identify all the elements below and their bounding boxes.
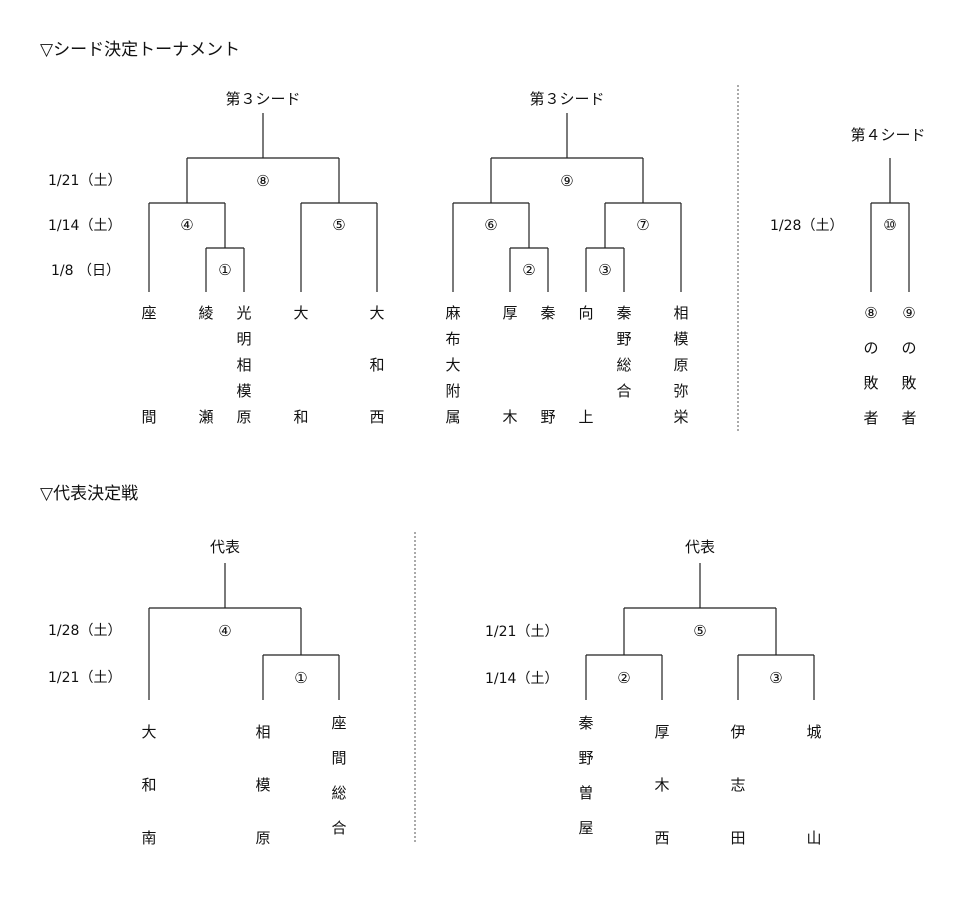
match-number: ⑥: [484, 216, 498, 234]
seed-section-title: ▽シード決定トーナメント: [40, 40, 241, 60]
match-number: ①: [294, 669, 308, 687]
team-name: 相模原弥栄: [673, 304, 689, 426]
seed-date-round4: 1/28（土）: [770, 218, 844, 234]
rep-date-right-round1: 1/14（土）: [485, 671, 559, 687]
seed-top-label-3: 第４シード: [850, 126, 926, 144]
match-number: ⑧: [256, 172, 270, 190]
team-name: 座間総合: [331, 714, 347, 837]
team-name: 光明相模原: [236, 304, 252, 426]
team-name: 大和南: [141, 723, 157, 847]
team-name: 秦野曽屋: [578, 714, 594, 837]
seed-top-label-2: 第３シード: [529, 90, 605, 108]
seed-top-label-1: 第３シード: [225, 90, 301, 108]
seed-date-round3: 1/21（土）: [48, 173, 122, 189]
team-name: 城山: [806, 723, 822, 847]
team-name: 秦野総合: [616, 304, 632, 400]
team-name: 相模原: [255, 723, 271, 847]
rep-top-label-left: 代表: [209, 538, 241, 556]
match-number: ④: [180, 216, 194, 234]
team-name: 麻布大附属: [445, 304, 461, 426]
team-name: 伊志田: [730, 723, 746, 847]
seed-date-round1: 1/8 （日）: [51, 263, 120, 279]
match-number: ⑩: [883, 216, 897, 234]
rep-date-left-round2: 1/28（土）: [48, 623, 122, 639]
match-number: ⑨: [560, 172, 574, 190]
match-number: ③: [769, 669, 783, 687]
team-name: 大和: [293, 304, 309, 426]
match-number: ②: [617, 669, 631, 687]
rep-section-title: ▽代表決定戦: [40, 484, 139, 504]
match-number: ②: [522, 261, 536, 279]
team-name: 厚木西: [654, 723, 670, 847]
match-number: ④: [218, 622, 232, 640]
match-number: ①: [218, 261, 232, 279]
team-name: 厚木: [502, 304, 518, 426]
team-name: 綾瀬: [198, 304, 214, 426]
team-name: 大和西: [369, 304, 385, 426]
match-number: ③: [598, 261, 612, 279]
rep-date-right-round2: 1/21（土）: [485, 624, 559, 640]
seed-date-round2: 1/14（土）: [48, 218, 122, 234]
match-number: ⑤: [332, 216, 346, 234]
team-name: 秦野: [540, 304, 556, 426]
rep-top-label-right: 代表: [684, 538, 716, 556]
match-number: ⑤: [693, 622, 707, 640]
team-name: 向上: [578, 304, 594, 426]
team-name: 座間: [141, 304, 157, 426]
rep-date-left-round1: 1/21（土）: [48, 670, 122, 686]
match-number: ⑦: [636, 216, 650, 234]
